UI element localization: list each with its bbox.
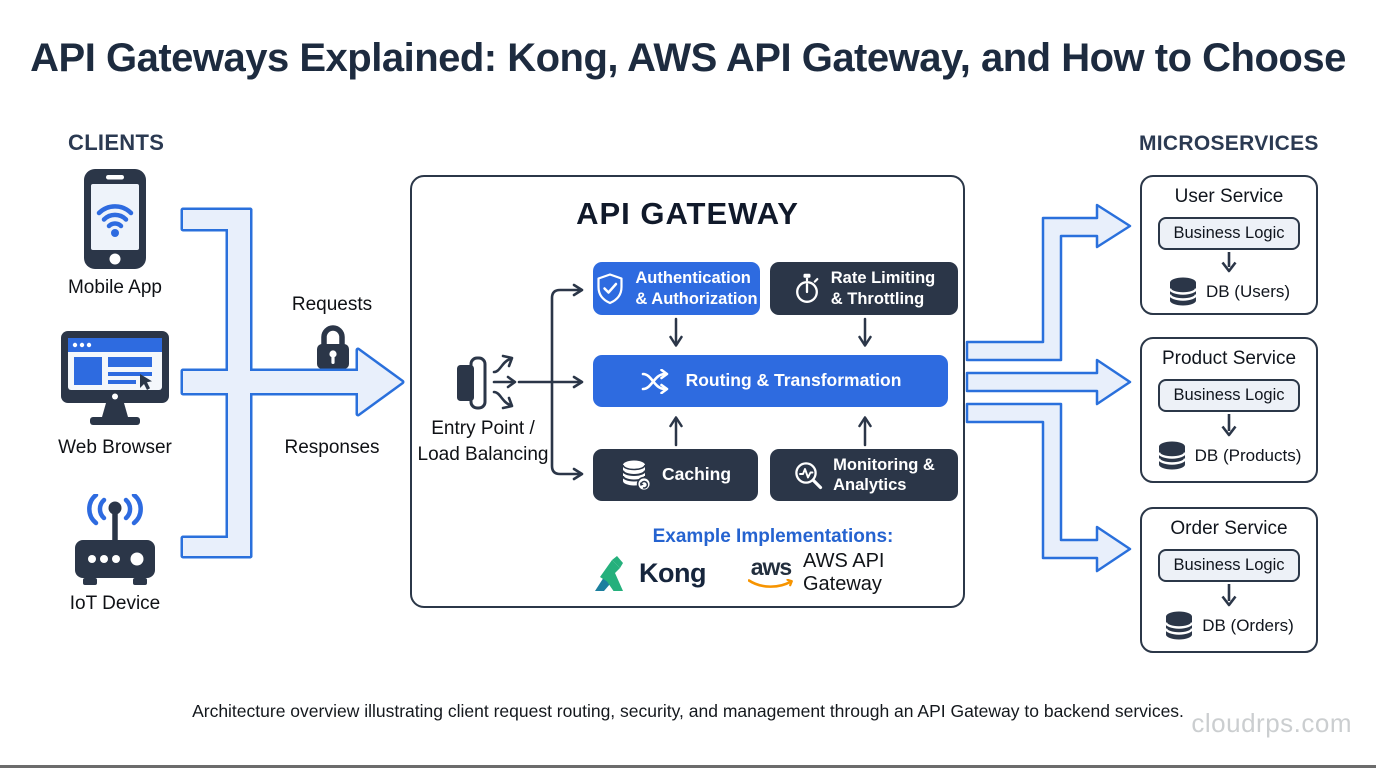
smartphone-icon — [84, 169, 146, 269]
service-name: Product Service — [1161, 348, 1297, 369]
business-logic-box: Business Logic — [1158, 217, 1300, 250]
caching-label: Caching — [661, 464, 732, 485]
service-name: User Service — [1174, 186, 1284, 207]
monitoring-label-line1: Monitoring & — [833, 455, 935, 474]
router-icon — [75, 494, 155, 585]
client-label: Mobile App — [67, 277, 162, 298]
stopwatch-icon — [795, 273, 819, 303]
microservices-heading: MICROSERVICES — [1139, 132, 1319, 155]
service-card-order: Order Service Business Logic DB (Orders) — [1140, 507, 1318, 653]
business-logic-box: Business Logic — [1158, 549, 1300, 582]
business-logic-label: Business Logic — [1173, 386, 1285, 404]
gateway-to-product-arrow — [965, 358, 1132, 406]
db-label: DB (Users) — [1205, 281, 1291, 301]
db-label: DB (Orders) — [1202, 615, 1294, 635]
auth-component: Authentication & Authorization — [593, 262, 760, 315]
client-label: Web Browser — [58, 437, 172, 458]
down-arrow-icon — [1221, 414, 1237, 437]
db-row: DB (Users) — [1168, 276, 1290, 307]
rate-label-line1: Rate Limiting — [830, 269, 936, 288]
shield-check-icon — [597, 272, 623, 304]
responses-label: Responses — [284, 437, 380, 458]
requests-label: Requests — [291, 294, 373, 315]
database-icon — [1164, 611, 1194, 640]
entry-label-line1: Entry Point / — [431, 418, 535, 439]
entry-label-line2: Load Balancing — [417, 443, 549, 465]
down-arrow-icon — [1221, 252, 1237, 273]
kong-logo-item: Kong — [593, 554, 706, 592]
entry-point-label: Entry Point / Load Balancing — [401, 416, 565, 467]
service-card-product: Product Service Business Logic DB (Produ… — [1140, 337, 1318, 483]
client-iot-device: IoT Device — [35, 494, 195, 615]
aws-smile-icon — [747, 579, 793, 588]
database-icon — [1157, 441, 1186, 470]
clients-to-gateway-arrow — [180, 207, 405, 559]
client-label: IoT Device — [69, 593, 161, 614]
api-gateway-title: API GATEWAY — [576, 196, 799, 231]
database-refresh-icon — [621, 460, 652, 492]
aws-logo-item: aws AWS API Gateway — [747, 550, 953, 596]
aws-logo-word: aws — [750, 554, 792, 580]
clients-heading: CLIENTS — [68, 130, 165, 155]
kong-label: Kong — [639, 557, 706, 588]
monitor-icon — [61, 331, 169, 425]
routing-label: Routing & Transformation — [685, 370, 902, 391]
down-arrow-icon — [1221, 584, 1237, 607]
service-name: Order Service — [1170, 518, 1288, 539]
db-row: DB (Products) — [1157, 440, 1302, 471]
aws-logo-icon: aws — [747, 554, 794, 590]
database-icon — [1168, 277, 1198, 306]
rate-limit-component: Rate Limiting & Throttling — [770, 262, 958, 315]
monitoring-label-line2: Analytics — [833, 476, 907, 494]
watermark: cloudrps.com — [1191, 708, 1352, 738]
padlock-icon — [317, 325, 349, 369]
monitoring-component: Monitoring & Analytics — [770, 449, 958, 501]
client-web-browser: Web Browser — [35, 330, 195, 459]
business-logic-label: Business Logic — [1173, 224, 1285, 242]
caption-text: Architecture overview illustrating clien… — [192, 701, 1184, 721]
gateway-to-user-arrow — [965, 203, 1132, 362]
auth-label-line1: Authentication — [635, 269, 751, 288]
bottom-edge-line — [0, 765, 1376, 768]
magnifier-pulse-icon — [795, 462, 823, 490]
examples-logos-row: Kong aws AWS API Gateway — [593, 550, 953, 596]
caching-component: Caching — [593, 449, 758, 501]
service-card-user: User Service Business Logic DB (Users) — [1140, 175, 1318, 315]
gateway-to-order-arrow — [965, 402, 1132, 573]
business-logic-box: Business Logic — [1158, 379, 1300, 412]
db-row: DB (Orders) — [1164, 610, 1294, 641]
page-title: API Gateways Explained: Kong, AWS API Ga… — [30, 36, 1346, 80]
kong-logo-icon — [595, 556, 623, 591]
client-mobile-app: Mobile App — [35, 168, 195, 299]
shuffle-icon — [641, 368, 668, 394]
routing-component: Routing & Transformation — [593, 355, 948, 407]
auth-label-line2: & Authorization — [635, 289, 758, 308]
db-label: DB (Products) — [1194, 445, 1302, 465]
business-logic-label: Business Logic — [1173, 556, 1285, 574]
aws-gateway-label: AWS API Gateway — [802, 550, 885, 595]
examples-heading: Example Implementations: — [652, 526, 894, 547]
rate-label-line2: & Throttling — [830, 289, 925, 308]
